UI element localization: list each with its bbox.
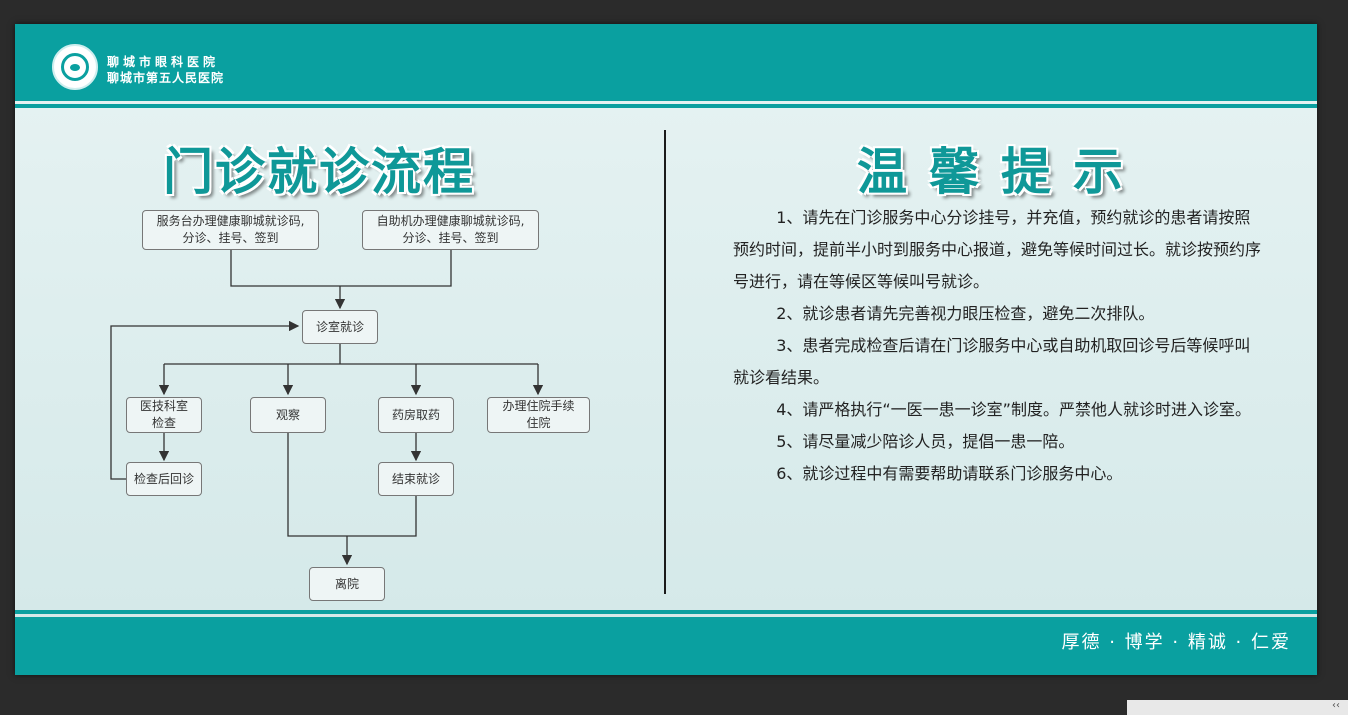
footer-divider [15,610,1317,614]
tip-item: 2、就诊患者请先完善视力眼压检查，避免二次排队。 [776,304,1155,323]
emblem-ring [61,53,89,81]
footer-bar [15,617,1317,675]
double-chevron-left-icon[interactable]: ‹‹ [1332,700,1340,711]
tips-list: 1、请先在门诊服务中心分诊挂号，并充值，预约就诊的患者请按照预约时间，提前半小时… [733,202,1263,490]
node-revisit: 检查后回诊 [126,462,202,496]
node-service-desk: 服务台办理健康聊城就诊码, 分诊、挂号、签到 [142,210,319,250]
tip-item: 6、就诊过程中有需要帮助请联系门诊服务中心。 [776,464,1123,483]
node-admission: 办理住院手续 住院 [487,397,590,433]
eye-hospital-emblem-icon [52,44,98,90]
node-pharmacy: 药房取药 [378,397,454,433]
tip-item: 1、请先在门诊服务中心分诊挂号，并充值，预约就诊的患者请按照预约时间，提前半小时… [733,208,1262,291]
hospital-name-secondary: 聊城市第五人民医院 [107,71,225,85]
tip-item: 5、请尽量减少陪诊人员，提倡一患一陪。 [776,432,1075,451]
notice-board: 聊城市眼科医院 聊城市第五人民医院 门诊就诊流程 温馨提示 [15,24,1317,675]
flowchart-title: 门诊就诊流程 [163,143,475,201]
node-self-kiosk: 自助机办理健康聊城就诊码, 分诊、挂号、签到 [362,210,539,250]
connector-finish-leave [347,496,417,537]
tip-item: 3、患者完成检查后请在门诊服务中心或自助机取回诊号后等候呼叫就诊看结果。 [733,336,1251,387]
node-finish: 结束就诊 [378,462,454,496]
connector-revisit-loop [110,320,300,480]
connector-desk-merge [230,250,340,287]
node-observation: 观察 [250,397,326,433]
collapse-panel-tab[interactable]: ‹‹ [1127,700,1348,715]
tips-title: 温馨提示 [857,143,1145,201]
center-divider [664,130,666,594]
connector-kiosk-merge [340,250,452,287]
tip-item: 4、请严格执行“一医一患一诊室”制度。严禁他人就诊时进入诊室。 [776,400,1251,419]
node-medtech-exam: 医技科室 检查 [126,397,202,433]
node-consult-room: 诊室就诊 [302,310,378,344]
node-leave: 离院 [309,567,385,601]
flowchart-connectors [110,250,544,566]
header-divider [15,104,1317,108]
connector-observe-leave [287,433,347,537]
hospital-motto: 厚德 · 博学 · 精诚 · 仁爱 [1061,632,1291,653]
header-bar [15,24,1317,101]
emblem-eye [70,64,80,71]
hospital-name-primary: 聊城市眼科医院 [107,55,220,69]
